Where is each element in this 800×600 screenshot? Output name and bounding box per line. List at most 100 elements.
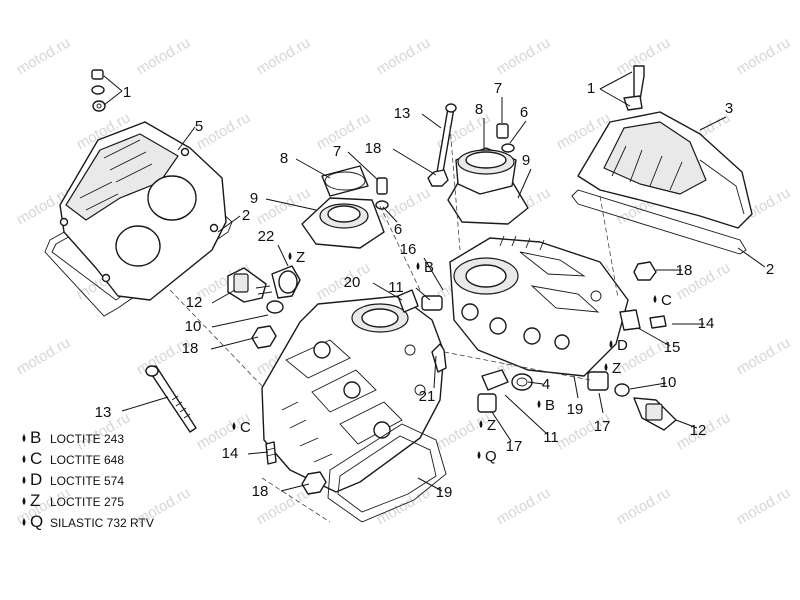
adhesive-mark-m-z2: Z: [604, 360, 621, 377]
drop-icon: [609, 340, 613, 348]
callout-number: 6: [520, 104, 528, 121]
drop-icon: [22, 497, 26, 505]
callout-c6a: 6: [509, 104, 528, 144]
leader-line: [103, 90, 123, 106]
callout-number: 7: [494, 80, 502, 97]
left-intake-manifold: [301, 165, 385, 249]
right-valve-cover: [577, 111, 753, 229]
leader-line: [280, 483, 310, 492]
leader-line: [247, 451, 269, 455]
leader-line: [599, 88, 631, 107]
legend-text: LOCTITE 574: [50, 474, 124, 488]
callout-number: 19: [436, 484, 453, 501]
watermark-text: motod.ru: [254, 34, 314, 78]
adhesive-mark-m-q1: Q: [477, 448, 497, 465]
leader-line: [295, 158, 331, 179]
left-manifold-screw: [375, 177, 389, 210]
callout-number: 11: [543, 429, 559, 446]
leader-line: [372, 282, 403, 301]
legend-row-d: D LOCTITE 574: [22, 470, 124, 489]
right-fitting: [619, 309, 667, 331]
callout-number: 18: [365, 140, 382, 157]
drop-icon: [232, 422, 236, 430]
right-temp-sensor: [587, 371, 677, 431]
legend-text: LOCTITE 648: [50, 453, 124, 467]
callout-c17b: 17: [491, 411, 522, 455]
left-head-gasket: [327, 423, 447, 523]
drop-icon: [477, 451, 481, 459]
callout-c17a: 17: [594, 392, 610, 435]
callout-c12a: 12: [186, 289, 236, 311]
callout-number: 10: [185, 318, 202, 335]
callout-number: 14: [698, 315, 715, 332]
leader-line: [265, 198, 317, 211]
callout-number: 12: [186, 294, 203, 311]
left-cylinder-head: [261, 295, 445, 493]
callout-number: 10: [660, 374, 677, 391]
adhesive-letter: Z: [487, 417, 496, 434]
callout-c5: 5: [177, 118, 203, 151]
leader-line: [103, 75, 123, 92]
leader-line: [491, 411, 512, 442]
callout-c19b: 19: [417, 477, 453, 501]
callout-c20: 20: [344, 274, 403, 301]
callout-number: 11: [388, 279, 404, 296]
leader-line: [423, 257, 444, 291]
legend-row-q: Q SILASTIC 732 RTV: [22, 512, 154, 531]
callout-number: 1: [587, 80, 595, 97]
callout-c18d: 18: [252, 483, 310, 500]
callout-c18b: 18: [182, 336, 259, 357]
left-washer: [266, 300, 284, 314]
drop-icon: [537, 400, 541, 408]
callout-number: 1: [123, 84, 131, 101]
adhesive-letter: D: [617, 337, 628, 354]
callout-number: 4: [542, 376, 550, 393]
adhesive-letter: C: [240, 419, 251, 436]
left-nut-lower: [301, 471, 327, 495]
callout-c11a: 11: [388, 279, 431, 301]
callout-number: 8: [280, 150, 288, 167]
right-nut-mid: [633, 261, 657, 281]
watermark-text: motod.ru: [134, 34, 194, 78]
callout-c15: 15: [637, 327, 680, 356]
callout-c6b: 6: [382, 206, 402, 238]
watermark-text: motod.ru: [494, 34, 554, 78]
callout-c19a: 19: [567, 375, 583, 418]
drop-icon: [288, 252, 292, 260]
callout-number: 18: [252, 483, 269, 500]
leader-line: [347, 151, 379, 181]
right-nut-upper: [427, 169, 449, 187]
leader-line: [509, 120, 527, 144]
callout-c7a: 7: [494, 80, 503, 123]
callout-number: 16: [400, 241, 417, 258]
right-bushing-set: [477, 369, 533, 413]
leader-line: [629, 382, 667, 390]
leader-line: [573, 375, 579, 399]
callout-c7b: 7: [333, 143, 379, 181]
leader-line: [382, 206, 398, 223]
watermark-text: motod.ru: [734, 334, 794, 378]
adhesive-mark-m-b1: B: [416, 259, 434, 276]
drop-icon: [22, 476, 26, 484]
drop-icon: [22, 518, 26, 526]
callout-number: 2: [766, 261, 774, 278]
callout-c3: 3: [699, 100, 733, 131]
callout-number: 13: [394, 105, 411, 122]
legend-row-b: B LOCTITE 243: [22, 428, 124, 447]
callout-c18c: 18: [656, 262, 692, 279]
watermark-text: motod.ru: [434, 409, 494, 453]
leader-line: [599, 71, 633, 90]
left-valve-cover: [59, 121, 227, 301]
legend-row-c: C LOCTITE 648: [22, 449, 124, 468]
callout-number: 14: [222, 445, 239, 462]
callout-c1b: 1: [587, 71, 633, 107]
callout-number: 9: [250, 190, 258, 207]
parts-drawing: [44, 65, 753, 523]
leader-line: [517, 168, 532, 199]
right-cylinder-head: [449, 235, 629, 377]
leader-line: [211, 289, 236, 304]
legend-row-z: Z LOCTITE 275: [22, 491, 124, 510]
leader-line: [121, 396, 169, 412]
